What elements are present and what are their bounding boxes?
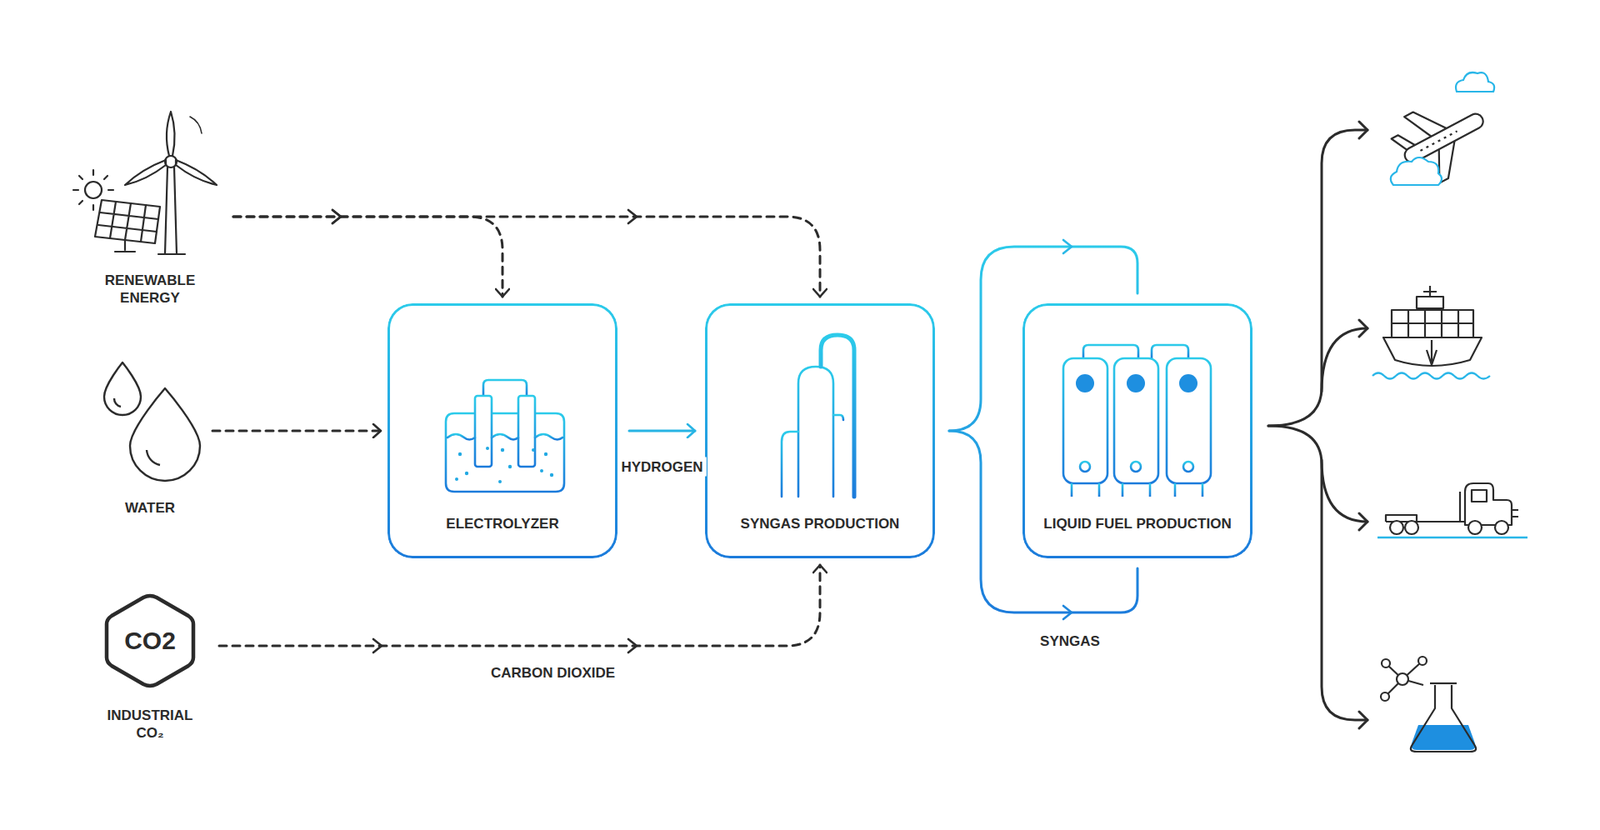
flow-chevron bbox=[332, 210, 341, 224]
label-wrap: INDUSTRIAL CO₂ bbox=[91, 706, 209, 742]
label-wrap: RENEWABLE ENERGY bbox=[66, 271, 234, 307]
label-wrap: WATER bbox=[91, 499, 209, 517]
hexagon-text: CO2 bbox=[124, 626, 176, 655]
connector-line bbox=[212, 430, 381, 433]
source-label: RENEWABLE ENERGY bbox=[95, 271, 205, 307]
connector bbox=[212, 430, 381, 432]
edge-label: SYNGAS bbox=[1036, 631, 1104, 651]
connector-line bbox=[629, 430, 695, 433]
co2-source-node: CO2INDUSTRIAL CO₂ bbox=[91, 587, 209, 748]
connector-line bbox=[233, 216, 503, 297]
edge-label: HYDROGEN bbox=[617, 457, 706, 477]
box-label: LIQUID FUEL PRODUCTION bbox=[1043, 515, 1231, 533]
process-box: ELECTROLYZER bbox=[387, 303, 618, 559]
box-label: ELECTROLYZER bbox=[445, 515, 559, 533]
box-label: SYNGAS PRODUCTION bbox=[740, 515, 900, 533]
container-ship-icon bbox=[1372, 285, 1490, 380]
connector bbox=[233, 210, 503, 297]
hexagon-shape bbox=[106, 595, 194, 686]
water-drops-icon bbox=[104, 362, 200, 481]
chemistry-icon bbox=[1380, 656, 1476, 752]
application-bracket bbox=[1268, 121, 1368, 729]
edge-label: CARBON DIOXIDE bbox=[487, 663, 619, 683]
flow-chevron bbox=[1063, 240, 1072, 254]
truck-icon bbox=[1377, 483, 1528, 538]
connector-line bbox=[233, 216, 820, 297]
process-box: SYNGAS PRODUCTION bbox=[705, 303, 935, 559]
renewable-energy-icon bbox=[73, 111, 217, 255]
flow-chevron bbox=[628, 210, 637, 224]
source-label: WATER bbox=[125, 499, 175, 517]
flow-chevron bbox=[628, 639, 637, 653]
flow-chevron bbox=[1063, 605, 1072, 620]
flow-chevron bbox=[373, 639, 382, 653]
connector bbox=[629, 430, 695, 432]
label-wrap: SYNGAS PRODUCTION bbox=[705, 515, 935, 533]
connector-line bbox=[219, 565, 820, 646]
label-wrap: LIQUID FUEL PRODUCTION bbox=[1022, 515, 1253, 533]
hexagon-text-wrap: CO2 bbox=[91, 626, 209, 655]
label-wrap: ELECTROLYZER bbox=[387, 515, 618, 533]
energy-source-node: RENEWABLE ENERGY bbox=[66, 100, 234, 309]
airplane-icon bbox=[1385, 72, 1500, 194]
water-source-node: WATER bbox=[91, 358, 209, 517]
source-label: INDUSTRIAL CO₂ bbox=[99, 706, 201, 742]
connector bbox=[219, 565, 820, 653]
connector bbox=[233, 210, 820, 297]
process-box: LIQUID FUEL PRODUCTION bbox=[1022, 303, 1253, 559]
